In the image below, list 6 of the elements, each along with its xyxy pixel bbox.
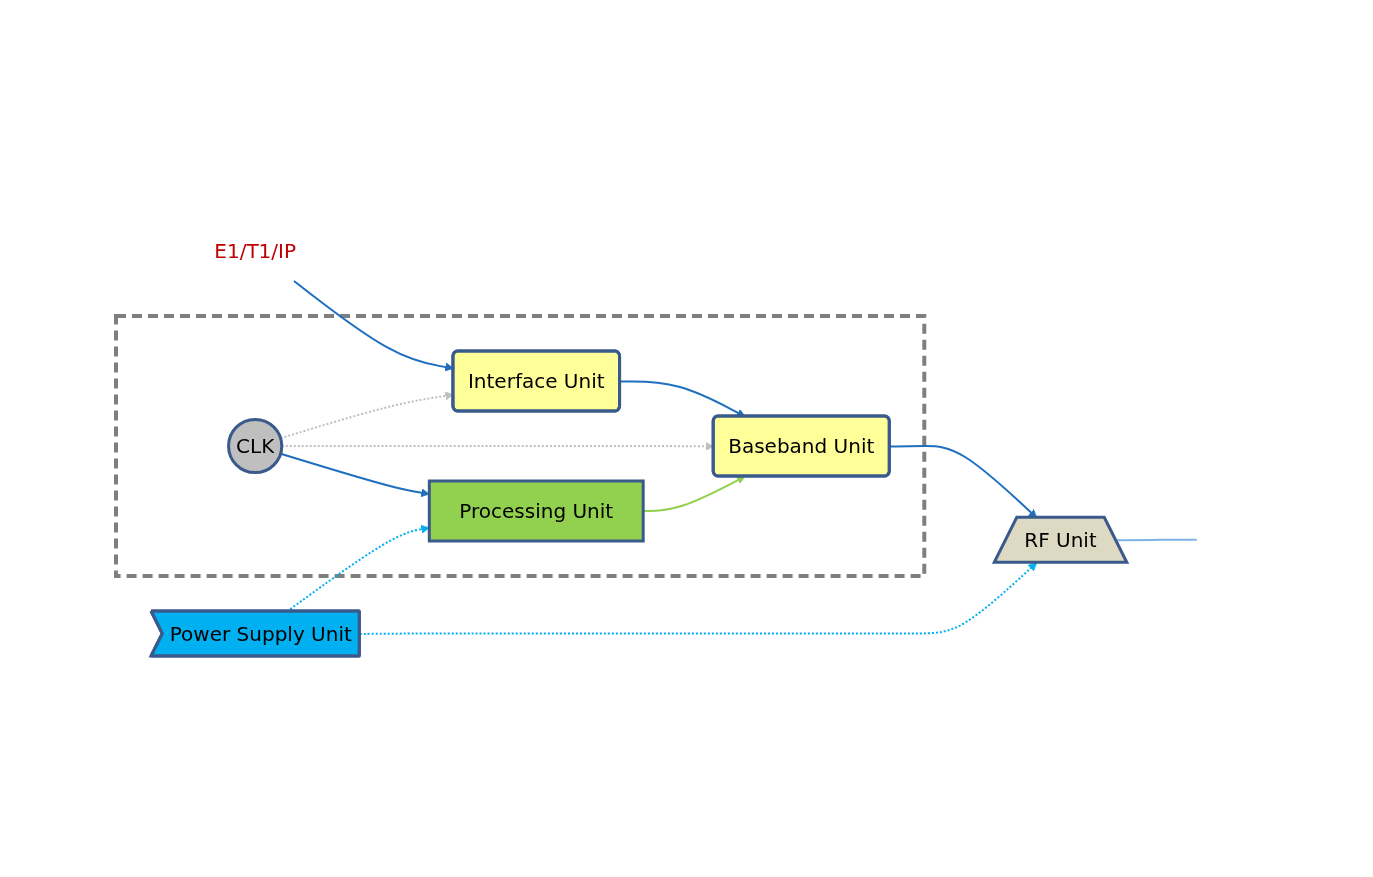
cluster xyxy=(114,314,927,578)
node-circle: CLK xyxy=(227,417,284,475)
arrow xyxy=(293,280,454,372)
node-text: E1/T1/IP xyxy=(214,239,297,263)
arrow xyxy=(619,380,746,417)
node-box: Processing Unit xyxy=(427,479,645,543)
